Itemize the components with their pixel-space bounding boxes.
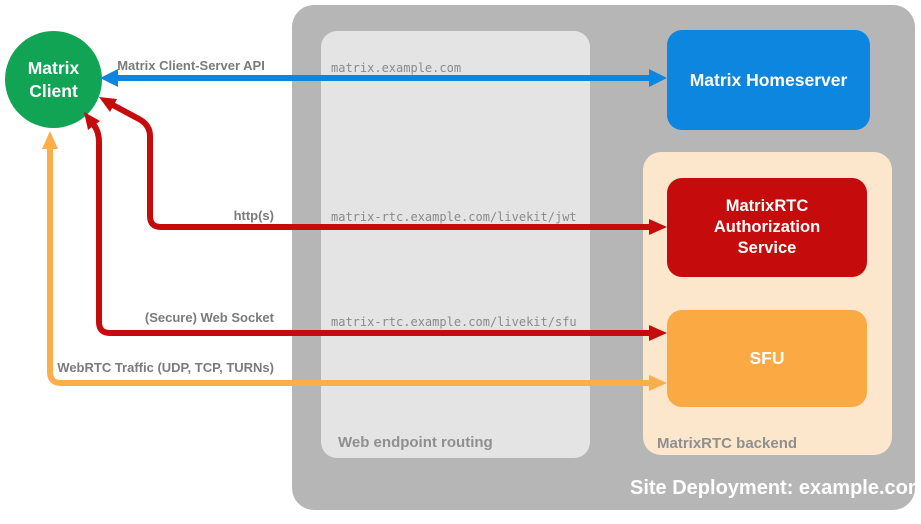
secure-web-socket-arrow-label: (Secure) Web Socket <box>144 310 274 325</box>
matrixrtc-authorization-service-node: MatrixRTC Authorization Service <box>667 178 867 277</box>
web-endpoint-routing-label: Web endpoint routing <box>338 434 493 451</box>
web-endpoint-routing-box <box>321 31 590 458</box>
matrix-client-label: Matrix Client <box>27 57 80 101</box>
site-deployment-title: Site Deployment: example.com <box>630 477 921 499</box>
matrix-homeserver-label: Matrix Homeserver <box>689 69 848 90</box>
client-server-api-arrow-label: Matrix Client-Server API <box>117 58 265 73</box>
matrix-client-node: Matrix Client <box>5 31 102 128</box>
endpoint-livekit-jwt: matrix-rtc.example.com/livekit/jwt <box>331 210 577 224</box>
sfu-node: SFU <box>667 310 867 407</box>
matrixrtc-authorization-service-label: MatrixRTC Authorization Service <box>713 196 821 258</box>
matrixrtc-backend-label: MatrixRTC backend <box>657 435 798 452</box>
webrtc-traffic-arrow-label: WebRTC Traffic (UDP, TCP, TURNs) <box>57 360 274 375</box>
https-arrow-label: http(s) <box>233 208 274 223</box>
matrix-homeserver-node: Matrix Homeserver <box>667 30 870 130</box>
endpoint-livekit-sfu: matrix-rtc.example.com/livekit/sfu <box>331 315 577 329</box>
endpoint-matrix-example-com: matrix.example.com <box>331 61 462 75</box>
sfu-label: SFU <box>749 348 785 368</box>
